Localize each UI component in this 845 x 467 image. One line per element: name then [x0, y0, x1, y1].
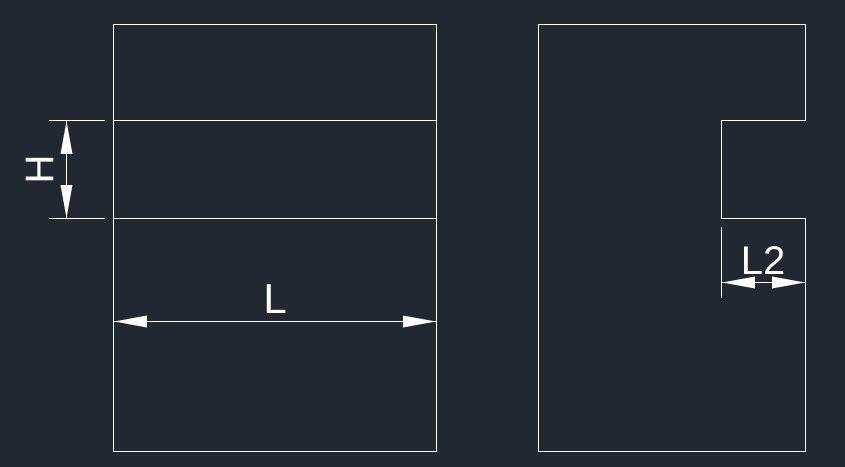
l2-arrow-left [722, 276, 755, 289]
h-arrow-top [60, 121, 73, 154]
l-arrow-right [403, 315, 436, 328]
h-arrow-bottom [60, 185, 73, 218]
l-dimension [113, 230, 437, 340]
h-dimension-label: H [18, 155, 62, 184]
l-arrow-left [114, 315, 147, 328]
right-view-outline [538, 24, 806, 452]
l-dimension-label: L [263, 275, 286, 322]
l2-arrow-right [772, 276, 805, 289]
l2-dimension-label: L2 [741, 239, 786, 283]
